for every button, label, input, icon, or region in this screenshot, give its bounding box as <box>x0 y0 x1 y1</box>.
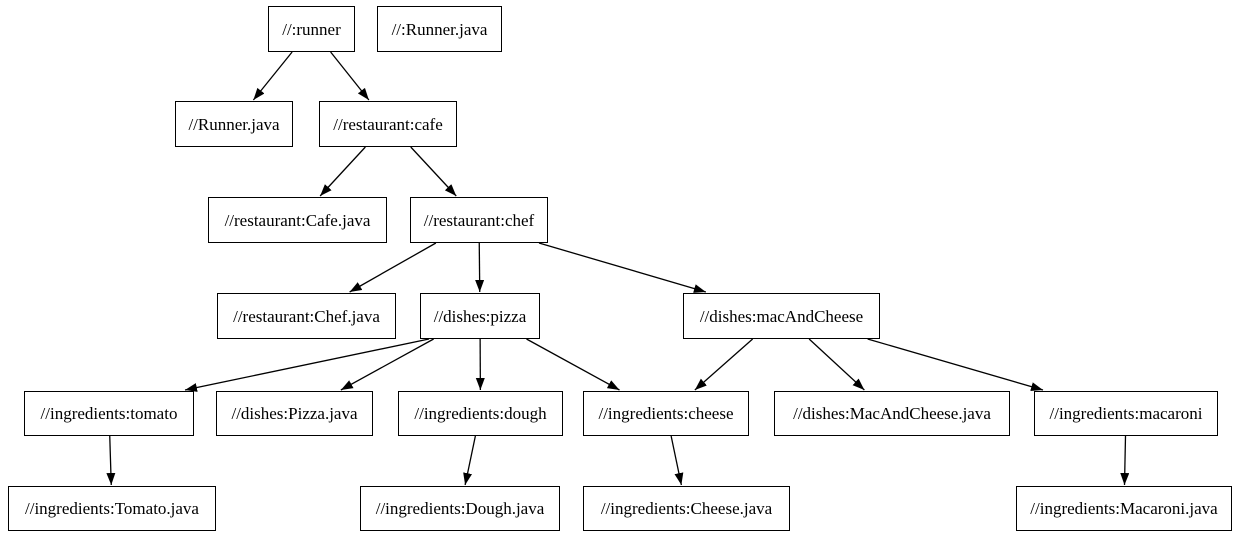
graph-node-dough: //ingredients:dough <box>398 391 563 436</box>
graph-node-label: //dishes:Pizza.java <box>231 404 358 423</box>
graph-node-label: //ingredients:macaroni <box>1049 404 1203 423</box>
graph-node-mac-and-cheese: //dishes:macAndCheese <box>683 293 880 339</box>
graph-node-label: //restaurant:Chef.java <box>233 306 380 326</box>
graph-node-pizza: //dishes:pizza <box>420 293 540 339</box>
graph-node-runner: //:runner <box>268 6 355 52</box>
graph-node-chef-java: //restaurant:Chef.java <box>217 293 396 339</box>
graph-node-label: //restaurant:Cafe.java <box>224 210 371 230</box>
graph-node-chef: //restaurant:chef <box>410 197 548 243</box>
graph-node-macaroni-java: //ingredients:Macaroni.java <box>1016 486 1232 531</box>
graph-node-label: //dishes:MacAndCheese.java <box>793 404 991 423</box>
graph-node-runner-java: //Runner.java <box>175 101 293 147</box>
graph-node-cheese: //ingredients:cheese <box>583 391 749 436</box>
graph-node-label: //ingredients:Dough.java <box>375 499 545 518</box>
graph-node-label: //ingredients:cheese <box>598 404 734 423</box>
graph-node-label: //restaurant:chef <box>423 210 535 230</box>
graph-node-runner-java-root: //:Runner.java <box>377 6 502 52</box>
graph-node-label: //:Runner.java <box>391 19 488 39</box>
graph-node-cafe: //restaurant:cafe <box>319 101 457 147</box>
graph-node-label: //ingredients:Macaroni.java <box>1030 499 1218 518</box>
graph-node-tomato-java: //ingredients:Tomato.java <box>8 486 216 531</box>
graph-node-dough-java: //ingredients:Dough.java <box>360 486 560 531</box>
graph-node-label: //ingredients:dough <box>414 404 547 423</box>
graph-node-label: //Runner.java <box>188 114 280 134</box>
graph-node-cafe-java: //restaurant:Cafe.java <box>208 197 387 243</box>
graph-node-mac-and-cheese-java: //dishes:MacAndCheese.java <box>774 391 1010 436</box>
graph-node-macaroni: //ingredients:macaroni <box>1034 391 1218 436</box>
graph-node-label: //:runner <box>282 19 341 39</box>
graph-node-label: //ingredients:Cheese.java <box>600 499 773 518</box>
graph-node-label: //restaurant:cafe <box>333 114 443 134</box>
graph-node-label: //ingredients:tomato <box>40 404 178 423</box>
graph-node-cheese-java: //ingredients:Cheese.java <box>583 486 790 531</box>
graph-node-tomato: //ingredients:tomato <box>24 391 194 436</box>
graph-node-label: //ingredients:Tomato.java <box>25 499 199 518</box>
graph-node-label: //dishes:pizza <box>433 306 527 326</box>
graph-node-label: //dishes:macAndCheese <box>699 306 864 326</box>
graph-node-pizza-java: //dishes:Pizza.java <box>216 391 373 436</box>
